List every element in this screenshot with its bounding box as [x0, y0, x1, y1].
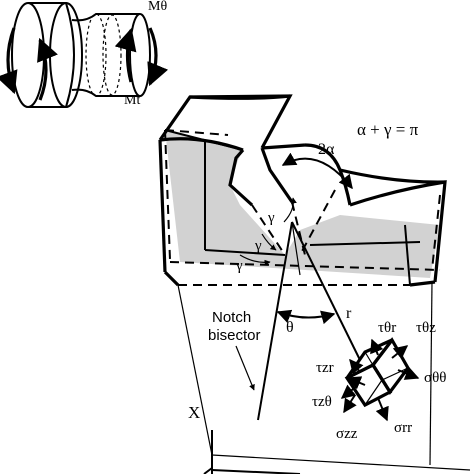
moment-arrow-right-1 [147, 27, 169, 87]
bisector-callout-arrow [235, 345, 255, 391]
arrow-sigma-theta-theta-opposite [346, 376, 366, 390]
label-sigma-rr: σrr [394, 420, 412, 436]
label-tau-z-r: τzr [316, 360, 334, 376]
notched-block [158, 94, 447, 287]
label-bisector: bisector [208, 327, 261, 344]
x-axis-horizontal [211, 469, 301, 474]
label-sigma-zz: σzz [336, 426, 358, 442]
block-top-left [158, 94, 293, 149]
hidden-edge-notch-right [299, 189, 336, 256]
arrow-tau-z-theta [340, 384, 359, 399]
stress-element: τθr τθz τzr τzθ σθθ σzz σrr [312, 320, 446, 442]
notch-bisector-line [257, 221, 293, 421]
shaft-cylinder-inner [102, 14, 122, 96]
radial-line-r [291, 221, 361, 361]
section-right-bottom [309, 241, 421, 246]
moment-arrow-right-2 [114, 27, 137, 83]
moment-arrow-left-2 [37, 37, 58, 101]
block-top-back [189, 94, 291, 100]
label-m-t: Mt [124, 93, 140, 108]
shaft-end-face [129, 13, 151, 97]
reference-plane-bottom [211, 454, 471, 471]
moment-arrow-left-1 [0, 27, 18, 95]
cube-hidden-edges [364, 351, 409, 406]
label-2alpha: 2α [318, 141, 335, 158]
block-left-front [158, 139, 167, 273]
label-tau-z-theta: τzθ [312, 394, 332, 410]
theta-arc [276, 309, 336, 325]
gamma-arc-upper [283, 197, 297, 223]
shaft-neck [85, 13, 107, 97]
label-tau-theta-z: τθz [416, 320, 436, 336]
reference-plane-right [429, 281, 433, 466]
flank-projection-line [291, 221, 301, 276]
annotations: 2α α + γ = π γ γ γ θ r Notch bisector X [177, 120, 471, 474]
shaft-disc-front [49, 2, 83, 108]
hidden-edge-top [164, 129, 229, 136]
label-tau-theta-r: τθr [378, 320, 396, 336]
hidden-edge-bottom [169, 261, 441, 271]
block-notch-opening-top [261, 143, 306, 150]
label-r: r [346, 305, 352, 322]
hidden-edge-right [431, 194, 441, 271]
label-gamma-mid: γ [254, 238, 262, 254]
block-notch-left-flank [228, 148, 254, 207]
label-notch: Notch [212, 309, 251, 326]
label-equation: α + γ = π [357, 120, 419, 139]
reference-plane-left [177, 284, 213, 456]
label-gamma-lower: γ [235, 258, 243, 274]
arrow-tau-z-r [349, 358, 364, 375]
label-sigma-theta-theta: σθθ [424, 370, 446, 386]
arrow-sigma-zz [343, 394, 357, 414]
shaded-section [165, 130, 440, 278]
gamma-arc-lower [239, 254, 271, 266]
opening-angle-arc [281, 152, 353, 190]
block-bottom-right [409, 280, 436, 287]
arrow-tau-theta-z [391, 345, 409, 360]
arrow-tau-theta-r [370, 338, 384, 356]
hidden-edge-left [164, 129, 171, 261]
label-gamma-upper: γ [267, 210, 275, 226]
shaft-inset: Mθ Mt [0, 0, 169, 108]
gamma-arc-mid [261, 233, 277, 251]
arrow-sigma-theta-theta [397, 366, 420, 380]
hidden-edge-notch-left [251, 204, 286, 256]
section-right-vertical [404, 224, 411, 286]
block-bottom-left [163, 270, 180, 287]
label-x: X [188, 403, 200, 422]
block-notch-root [260, 147, 294, 203]
x-axis-arrow [203, 467, 213, 474]
section-bottom-left [204, 249, 286, 256]
label-theta: θ [286, 319, 294, 336]
shaft-cylinder [110, 13, 140, 97]
arrow-sigma-rr [375, 397, 389, 422]
block-right-back [339, 168, 446, 184]
shaft-disc-body [28, 2, 75, 108]
shaft-disc-back [11, 2, 45, 108]
label-m-theta: Mθ [148, 0, 167, 14]
